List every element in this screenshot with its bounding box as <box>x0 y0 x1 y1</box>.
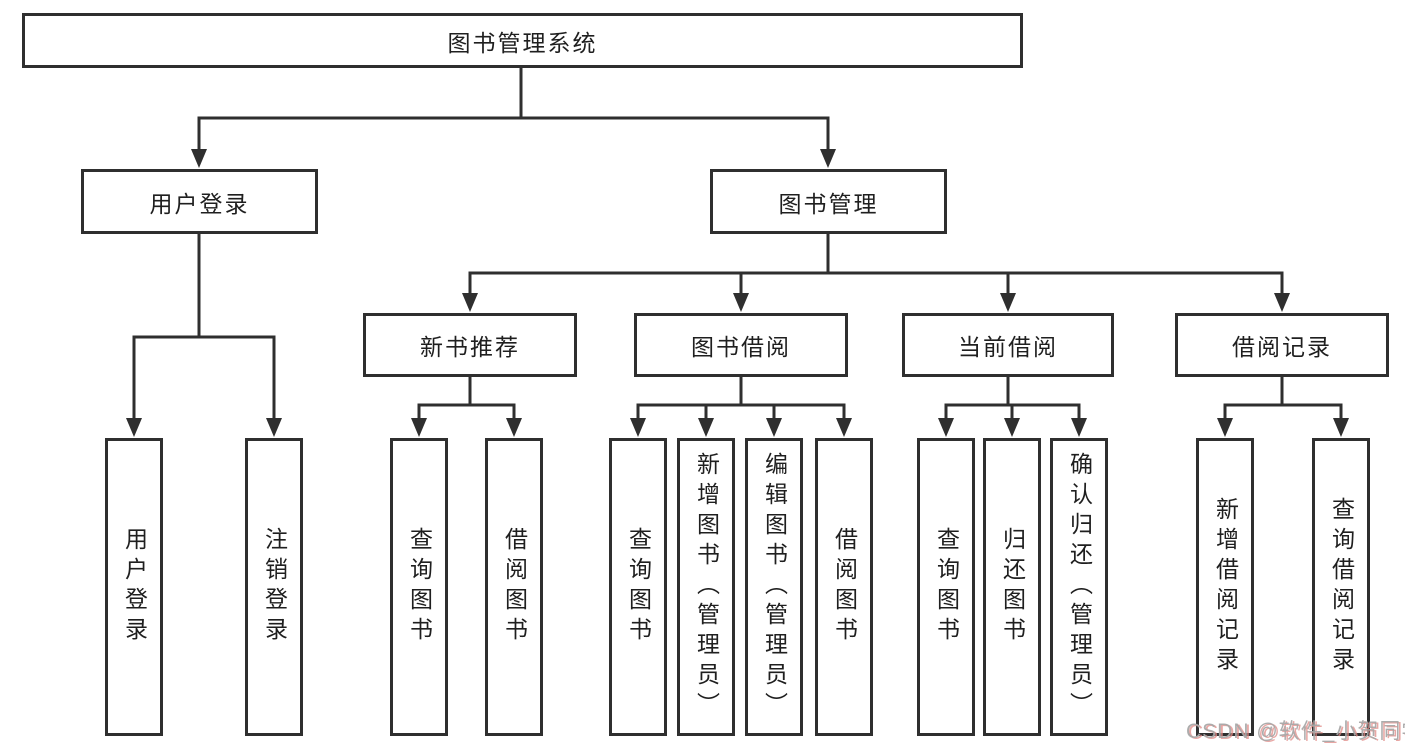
leaf-label: 查询图书 <box>625 527 652 647</box>
arrow-down-icon <box>1274 293 1290 312</box>
leaf-confirm-return-admin: 确认归还（管理员） <box>1050 438 1108 736</box>
arrow-down-icon <box>462 293 478 312</box>
arrow-down-icon <box>820 149 836 168</box>
arrow-down-icon <box>938 418 954 437</box>
connector-root-to-level2 <box>197 64 830 157</box>
connector-user-login-children <box>132 232 276 426</box>
arrow-down-icon <box>266 418 282 437</box>
arrow-down-icon <box>1071 418 1087 437</box>
connector-lines <box>132 64 1343 426</box>
arrow-down-icon <box>506 418 522 437</box>
leaf-query-books-1: 查询图书 <box>390 438 448 736</box>
leaf-label: 查询借阅记录 <box>1328 497 1355 677</box>
leaf-add-borrow-record: 新增借阅记录 <box>1196 438 1254 736</box>
node-root: 图书管理系统 <box>22 13 1023 68</box>
leaf-label: 查询图书 <box>406 527 433 647</box>
leaf-logout: 注销登录 <box>245 438 303 736</box>
connector-borrow-records-children <box>1223 375 1343 426</box>
node-user-login: 用户登录 <box>81 169 318 234</box>
leaf-label: 归还图书 <box>999 527 1026 647</box>
leaf-label: 编辑图书（管理员） <box>761 452 788 722</box>
arrow-down-icon <box>1333 418 1349 437</box>
arrow-down-icon <box>1000 293 1016 312</box>
node-current-borrow: 当前借阅 <box>902 313 1114 377</box>
leaf-add-books-admin: 新增图书（管理员） <box>677 438 735 736</box>
leaf-label: 确认归还（管理员） <box>1066 452 1093 722</box>
leaf-query-books-2: 查询图书 <box>609 438 667 736</box>
leaf-label: 查询图书 <box>933 527 960 647</box>
arrow-down-icon <box>733 293 749 312</box>
leaf-borrow-books-2: 借阅图书 <box>815 438 873 736</box>
arrow-down-icon <box>766 418 782 437</box>
connector-book-mgmt-to-level3 <box>468 232 1284 300</box>
arrow-down-icon <box>1217 418 1233 437</box>
leaf-user-login: 用户登录 <box>105 438 163 736</box>
leaf-label: 注销登录 <box>261 527 288 647</box>
leaf-query-books-3: 查询图书 <box>917 438 975 736</box>
leaf-label: 新增图书（管理员） <box>693 452 720 722</box>
connector-new-books-children <box>417 375 516 426</box>
connector-book-borrow-children <box>636 375 846 426</box>
leaf-edit-books-admin: 编辑图书（管理员） <box>745 438 803 736</box>
connector-current-borrow-children <box>944 375 1081 426</box>
leaf-label: 借阅图书 <box>831 527 858 647</box>
arrow-down-icon <box>411 418 427 437</box>
arrow-down-icon <box>698 418 714 437</box>
node-borrow-records: 借阅记录 <box>1175 313 1389 377</box>
leaf-query-borrow-record: 查询借阅记录 <box>1312 438 1370 736</box>
arrow-down-icon <box>836 418 852 437</box>
arrow-down-icon <box>630 418 646 437</box>
leaf-borrow-books-1: 借阅图书 <box>485 438 543 736</box>
node-book-management: 图书管理 <box>710 169 947 234</box>
node-new-book-recommend: 新书推荐 <box>363 313 577 377</box>
leaf-label: 用户登录 <box>121 527 148 647</box>
arrow-down-icon <box>1004 418 1020 437</box>
node-book-borrow: 图书借阅 <box>634 313 848 377</box>
arrow-down-icon <box>126 418 142 437</box>
leaf-return-books: 归还图书 <box>983 438 1041 736</box>
arrow-down-icon <box>191 149 207 168</box>
leaf-label: 新增借阅记录 <box>1212 497 1239 677</box>
arrowheads <box>126 149 1349 437</box>
leaf-label: 借阅图书 <box>501 527 528 647</box>
csdn-watermark: CSDN @软件_小贺同学 <box>1186 720 1405 743</box>
